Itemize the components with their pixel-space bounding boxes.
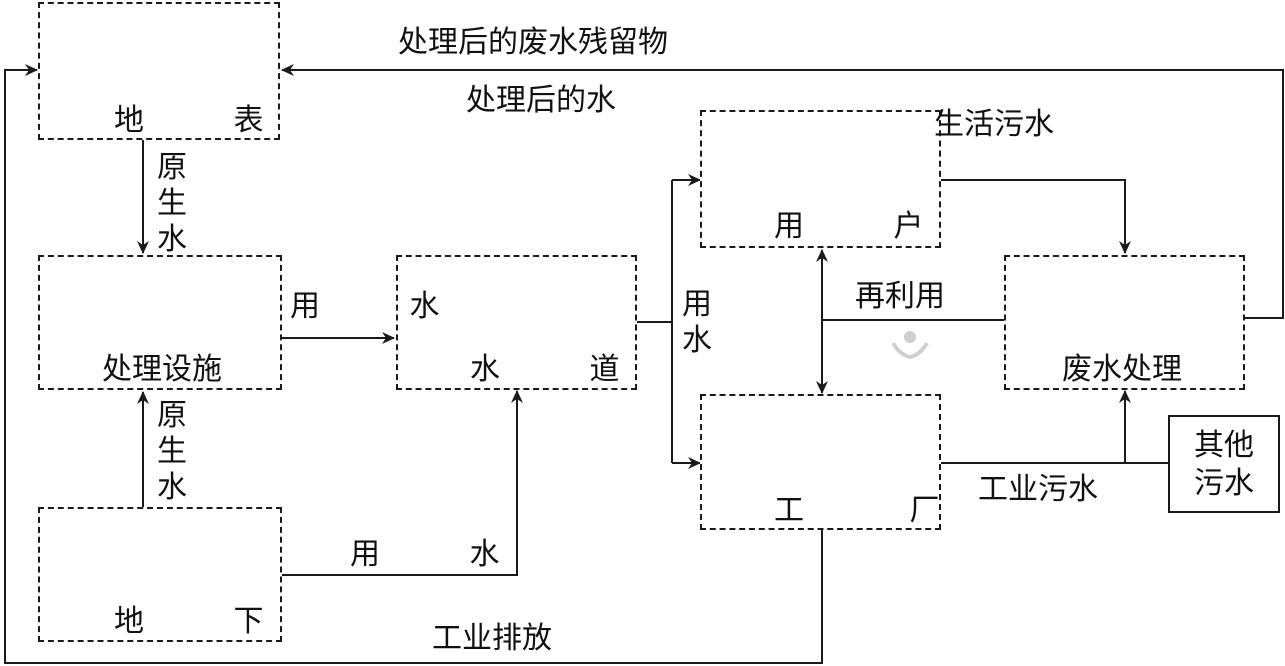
edge-residue	[281, 64, 1284, 319]
label-residue: 处理后的废水残留物	[398, 25, 668, 60]
node-factory-label: 工 厂	[774, 493, 988, 528]
label-raw-water-top-2: 生	[157, 186, 187, 221]
node-surface-label: 地 表	[114, 103, 304, 138]
node-wastewater-label: 废水处理	[1062, 352, 1182, 387]
node-wastewater: 废水处理	[1004, 255, 1245, 390]
label-reuse: 再利用	[855, 279, 945, 314]
node-users-label: 用 户	[774, 209, 964, 244]
label-raw-water-bottom-1: 原	[157, 398, 187, 433]
label-use-water-1: 用 水	[290, 289, 480, 324]
node-underground-label: 地 下	[114, 604, 304, 639]
node-treatment-label: 处理设施	[102, 352, 222, 387]
label-use-water-vertical: 用 水	[680, 287, 714, 359]
label-raw-water-bottom: 原 生 水	[155, 398, 189, 506]
label-industrial-sewage: 工业污水	[978, 472, 1098, 507]
node-other-line2: 污水	[1194, 466, 1254, 501]
edge-industrial-discharge	[4, 64, 823, 664]
label-raw-water-top: 原 生 水	[155, 150, 189, 258]
label-use-water-v-1: 用	[682, 287, 712, 322]
label-raw-water-top-3: 水	[157, 222, 187, 257]
label-use-water-v-2: 水	[682, 323, 712, 358]
node-pipes: 水 道	[396, 255, 637, 390]
node-underground: 地 下	[38, 507, 282, 642]
label-treated-water: 处理后的水	[466, 83, 616, 118]
node-factory: 工 厂	[700, 394, 941, 530]
node-pipes-label: 水 道	[470, 352, 660, 387]
edge-use-water-2	[282, 390, 523, 576]
recycle-hands-icon	[891, 331, 929, 360]
label-raw-water-bottom-2: 生	[157, 434, 187, 469]
node-users: 用 户	[700, 110, 941, 248]
label-industrial-discharge: 工业排放	[432, 621, 552, 656]
label-raw-water-top-1: 原	[157, 150, 187, 185]
label-domestic-sewage: 生活污水	[934, 107, 1054, 142]
label-raw-water-bottom-3: 水	[157, 470, 187, 505]
node-surface: 地 表	[38, 2, 280, 140]
node-other-line1: 其他	[1194, 428, 1254, 463]
edge-domestic-sewage	[941, 179, 1131, 254]
node-other-sewage: 其他 污水	[1168, 415, 1280, 513]
label-use-water-2: 用 水	[350, 537, 540, 572]
node-treatment: 处理设施	[38, 255, 282, 390]
